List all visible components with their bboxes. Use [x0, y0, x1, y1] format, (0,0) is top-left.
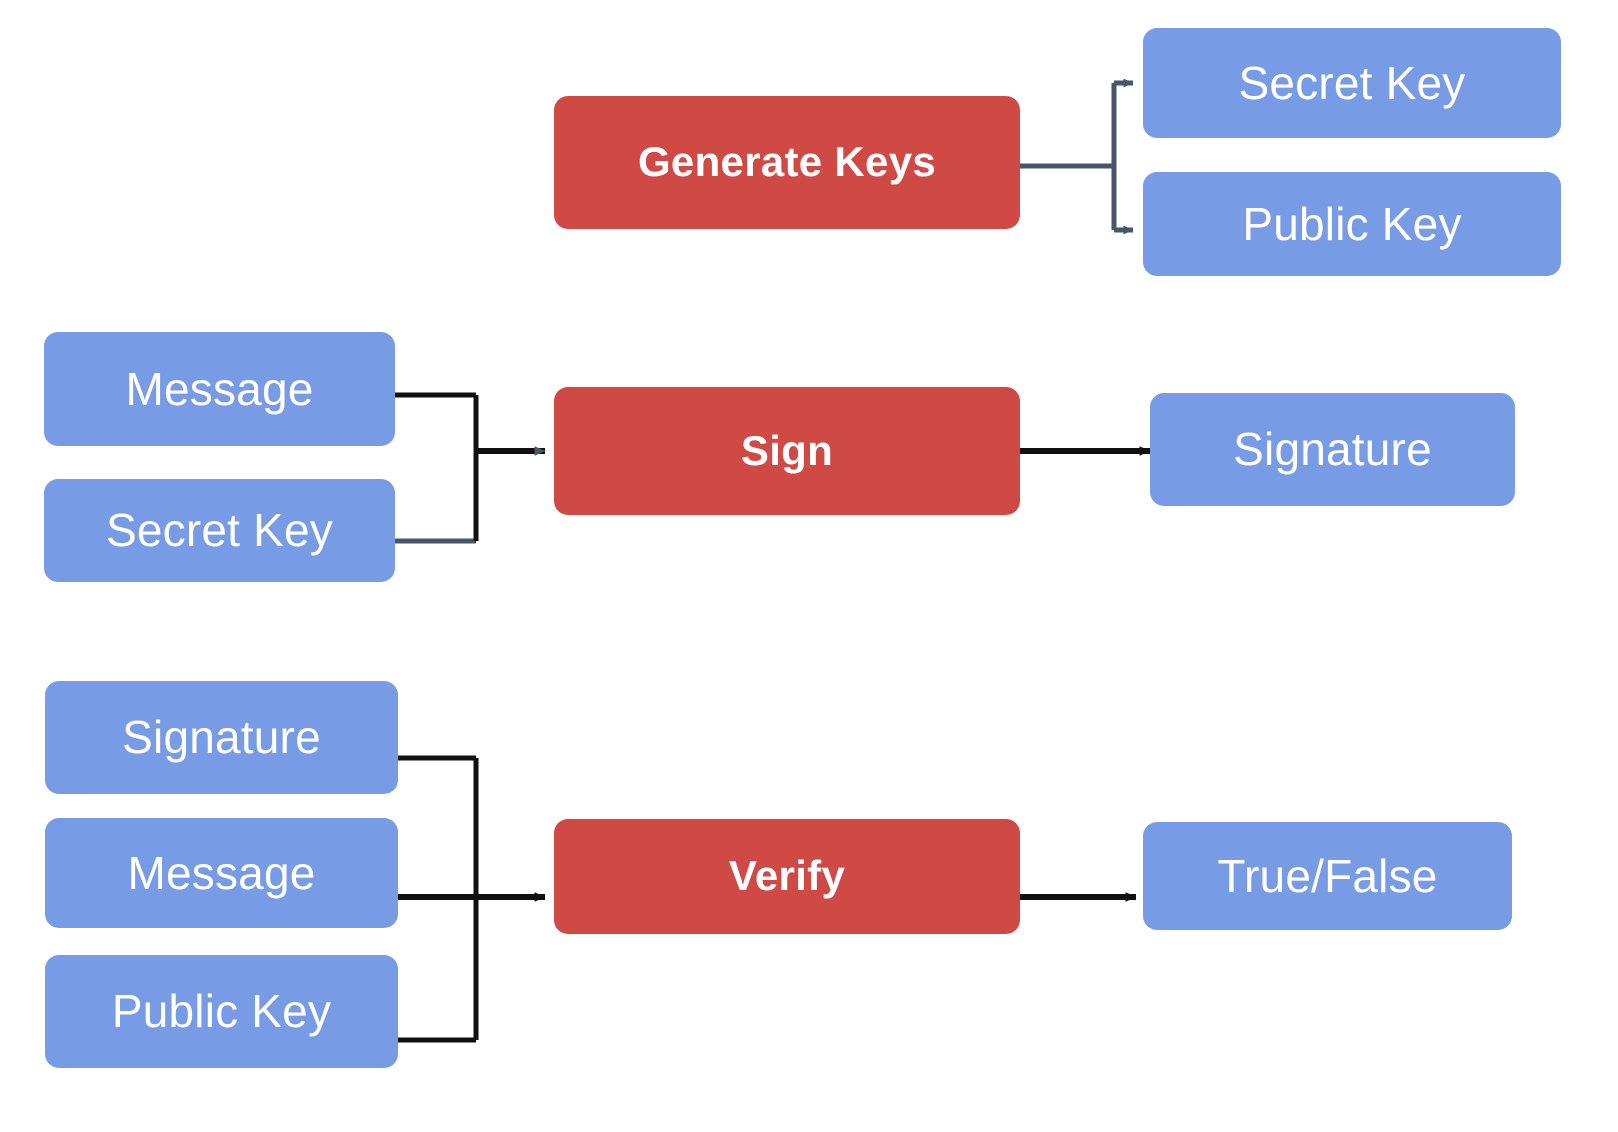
- edge-sign-inputs: [395, 392, 546, 544]
- data-node-signature-output[interactable]: Signature: [1150, 393, 1515, 506]
- data-node-verify-input-public-key[interactable]: Public Key: [45, 955, 398, 1068]
- process-node-generate-keys[interactable]: Generate Keys: [554, 96, 1020, 229]
- node-label: Message: [125, 362, 314, 415]
- node-label: Generate Keys: [637, 138, 937, 186]
- node-label: Secret Key: [106, 504, 333, 557]
- node-label: True/False: [1217, 849, 1438, 902]
- data-node-verify-input-message[interactable]: Message: [45, 818, 398, 928]
- process-node-verify[interactable]: Verify: [554, 819, 1020, 934]
- data-node-sign-input-message[interactable]: Message: [44, 332, 395, 446]
- process-node-sign[interactable]: Sign: [554, 387, 1020, 515]
- node-label: Public Key: [1242, 197, 1462, 250]
- data-node-verify-input-signature[interactable]: Signature: [45, 681, 398, 794]
- node-label: Public Key: [111, 985, 332, 1038]
- node-label: Signature: [1233, 423, 1432, 476]
- node-label: Sign: [740, 426, 834, 474]
- edge-verify-inputs: [398, 755, 546, 1043]
- edge-generatekeys-branch: [1020, 78, 1134, 235]
- data-node-true-false-output[interactable]: True/False: [1143, 822, 1512, 930]
- node-label: Message: [127, 846, 316, 899]
- node-label: Signature: [122, 711, 321, 764]
- data-node-secret-key-output[interactable]: Secret Key: [1143, 28, 1561, 138]
- data-node-public-key-output[interactable]: Public Key: [1143, 172, 1561, 276]
- data-node-sign-input-secret-key[interactable]: Secret Key: [44, 479, 395, 582]
- node-label: Verify: [728, 852, 846, 900]
- node-label: Secret Key: [1238, 56, 1466, 109]
